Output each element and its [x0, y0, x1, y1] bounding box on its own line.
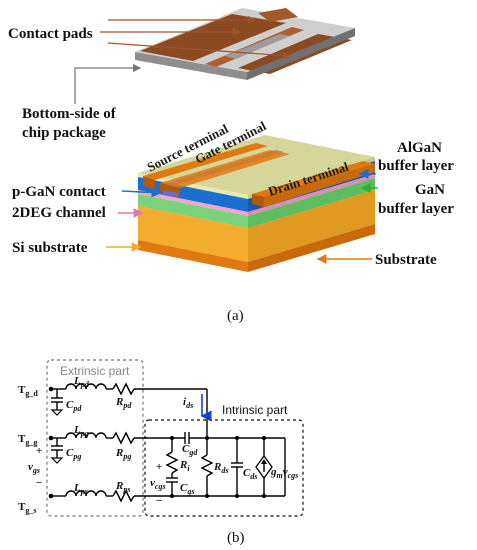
algan-front-face: [138, 173, 248, 199]
substrate-side-face: [248, 224, 375, 272]
substrate-front-face: [138, 240, 248, 272]
contact-pad-source: [140, 14, 286, 61]
inductor-Lps: [65, 490, 107, 497]
label-Cgs: Cgs: [180, 482, 194, 496]
label-algan-2: buffer layer: [378, 158, 454, 174]
si-substrate-front-face: [138, 206, 248, 262]
pgan-arrow: [121, 187, 162, 198]
terminal-drain: Tg_d: [18, 384, 54, 398]
label-Cpd: Cpd: [66, 399, 82, 413]
label-Rpd: Rpd: [115, 396, 132, 410]
label-Cpg: Cpg: [66, 447, 81, 461]
package-front-edge: [135, 52, 247, 80]
caption-b: (b): [227, 530, 245, 546]
gm-source-branch: [255, 438, 286, 496]
caption-a: (a): [227, 308, 244, 324]
contact-pad-arrow-3: [107, 42, 292, 60]
drain-terminal-front: [252, 194, 264, 207]
svg-text:Tg_d: Tg_d: [18, 384, 38, 398]
label-pgan: p-GaN contact: [12, 184, 106, 200]
resistor-Rds: [200, 454, 214, 477]
package-side-edge: [247, 28, 355, 80]
vcgs-plus: +: [156, 461, 162, 473]
drain-terminal-top: [252, 161, 375, 197]
resistor-Rpd: [112, 382, 135, 396]
label-Cds: Cds: [243, 467, 257, 481]
gan-green-front-face: [138, 194, 248, 228]
chip-package: [135, 8, 355, 80]
si-substrate-side-face: [248, 190, 375, 262]
drain-terminal-side: [264, 164, 375, 207]
source-terminal-front: [143, 176, 155, 190]
label-Rpg: Rpg: [115, 447, 131, 461]
svg-text:Tg_g: Tg_g: [18, 433, 37, 447]
label-Rds: Rds: [213, 461, 228, 475]
label-gan-1: GaN: [415, 182, 445, 198]
drain-branch: [50, 382, 208, 437]
ri-cgs-branch: [165, 438, 179, 496]
label-intrinsic: Intrinsic part: [222, 403, 288, 417]
label-extrinsic: Extrinsic part: [60, 364, 130, 378]
terminal-source: Tg_s: [18, 493, 54, 515]
gan-green-side-face: [248, 178, 375, 228]
intrinsic-box: [144, 419, 304, 517]
gate-metal-top: [160, 150, 290, 188]
label-gan-2: buffer layer: [378, 201, 454, 217]
resistor-Rpg: [112, 431, 135, 445]
2deg-front-face: [138, 190, 248, 216]
resistor-Rps: [112, 489, 135, 503]
label-Lpg: Lpg: [73, 424, 89, 438]
label-substrate: Substrate: [375, 252, 437, 268]
svg-text:Tg_s: Tg_s: [18, 501, 36, 515]
label-contact-pads: Contact pads: [8, 26, 93, 42]
label-bottom-side-1: Bottom-side of: [22, 106, 117, 122]
vgs-plus: +: [36, 445, 42, 457]
2deg-side-face: [248, 174, 375, 216]
label-2deg: 2DEG channel: [12, 205, 106, 221]
label-gm: gmvcgs: [270, 466, 298, 480]
label-vcgs: vcgs: [150, 477, 166, 491]
contact-pad-gate: [258, 8, 298, 22]
pgan-front: [163, 190, 178, 198]
label-Lpd: Lpd: [73, 375, 90, 389]
label-Cgd: Cgd: [182, 443, 198, 457]
rds-branch: [200, 438, 214, 496]
label-Lps: Lps: [73, 482, 88, 496]
label-ids: ids: [183, 396, 193, 410]
cds-branch: [231, 438, 243, 496]
hemt-stack: [138, 135, 375, 272]
vgs-minus: −: [36, 477, 42, 489]
vcgs-minus: −: [156, 495, 162, 507]
junction-dots: [170, 436, 266, 498]
resistor-Ri: [165, 451, 179, 474]
source-branch: [51, 489, 285, 503]
label-Rps: Rps: [115, 480, 130, 494]
label-bottom-side-2: chip package: [22, 125, 106, 141]
bottom-side-arrow: [74, 63, 142, 104]
label-algan-1: AlGaN: [397, 140, 442, 156]
inductor-Lpd: [65, 383, 107, 390]
label-Ri: Ri: [179, 459, 190, 473]
vgs-label: vgs: [28, 461, 40, 475]
inductor-Lpg: [65, 432, 107, 439]
label-si-substrate: Si substrate: [12, 240, 88, 256]
source-terminal-top: [143, 143, 268, 180]
